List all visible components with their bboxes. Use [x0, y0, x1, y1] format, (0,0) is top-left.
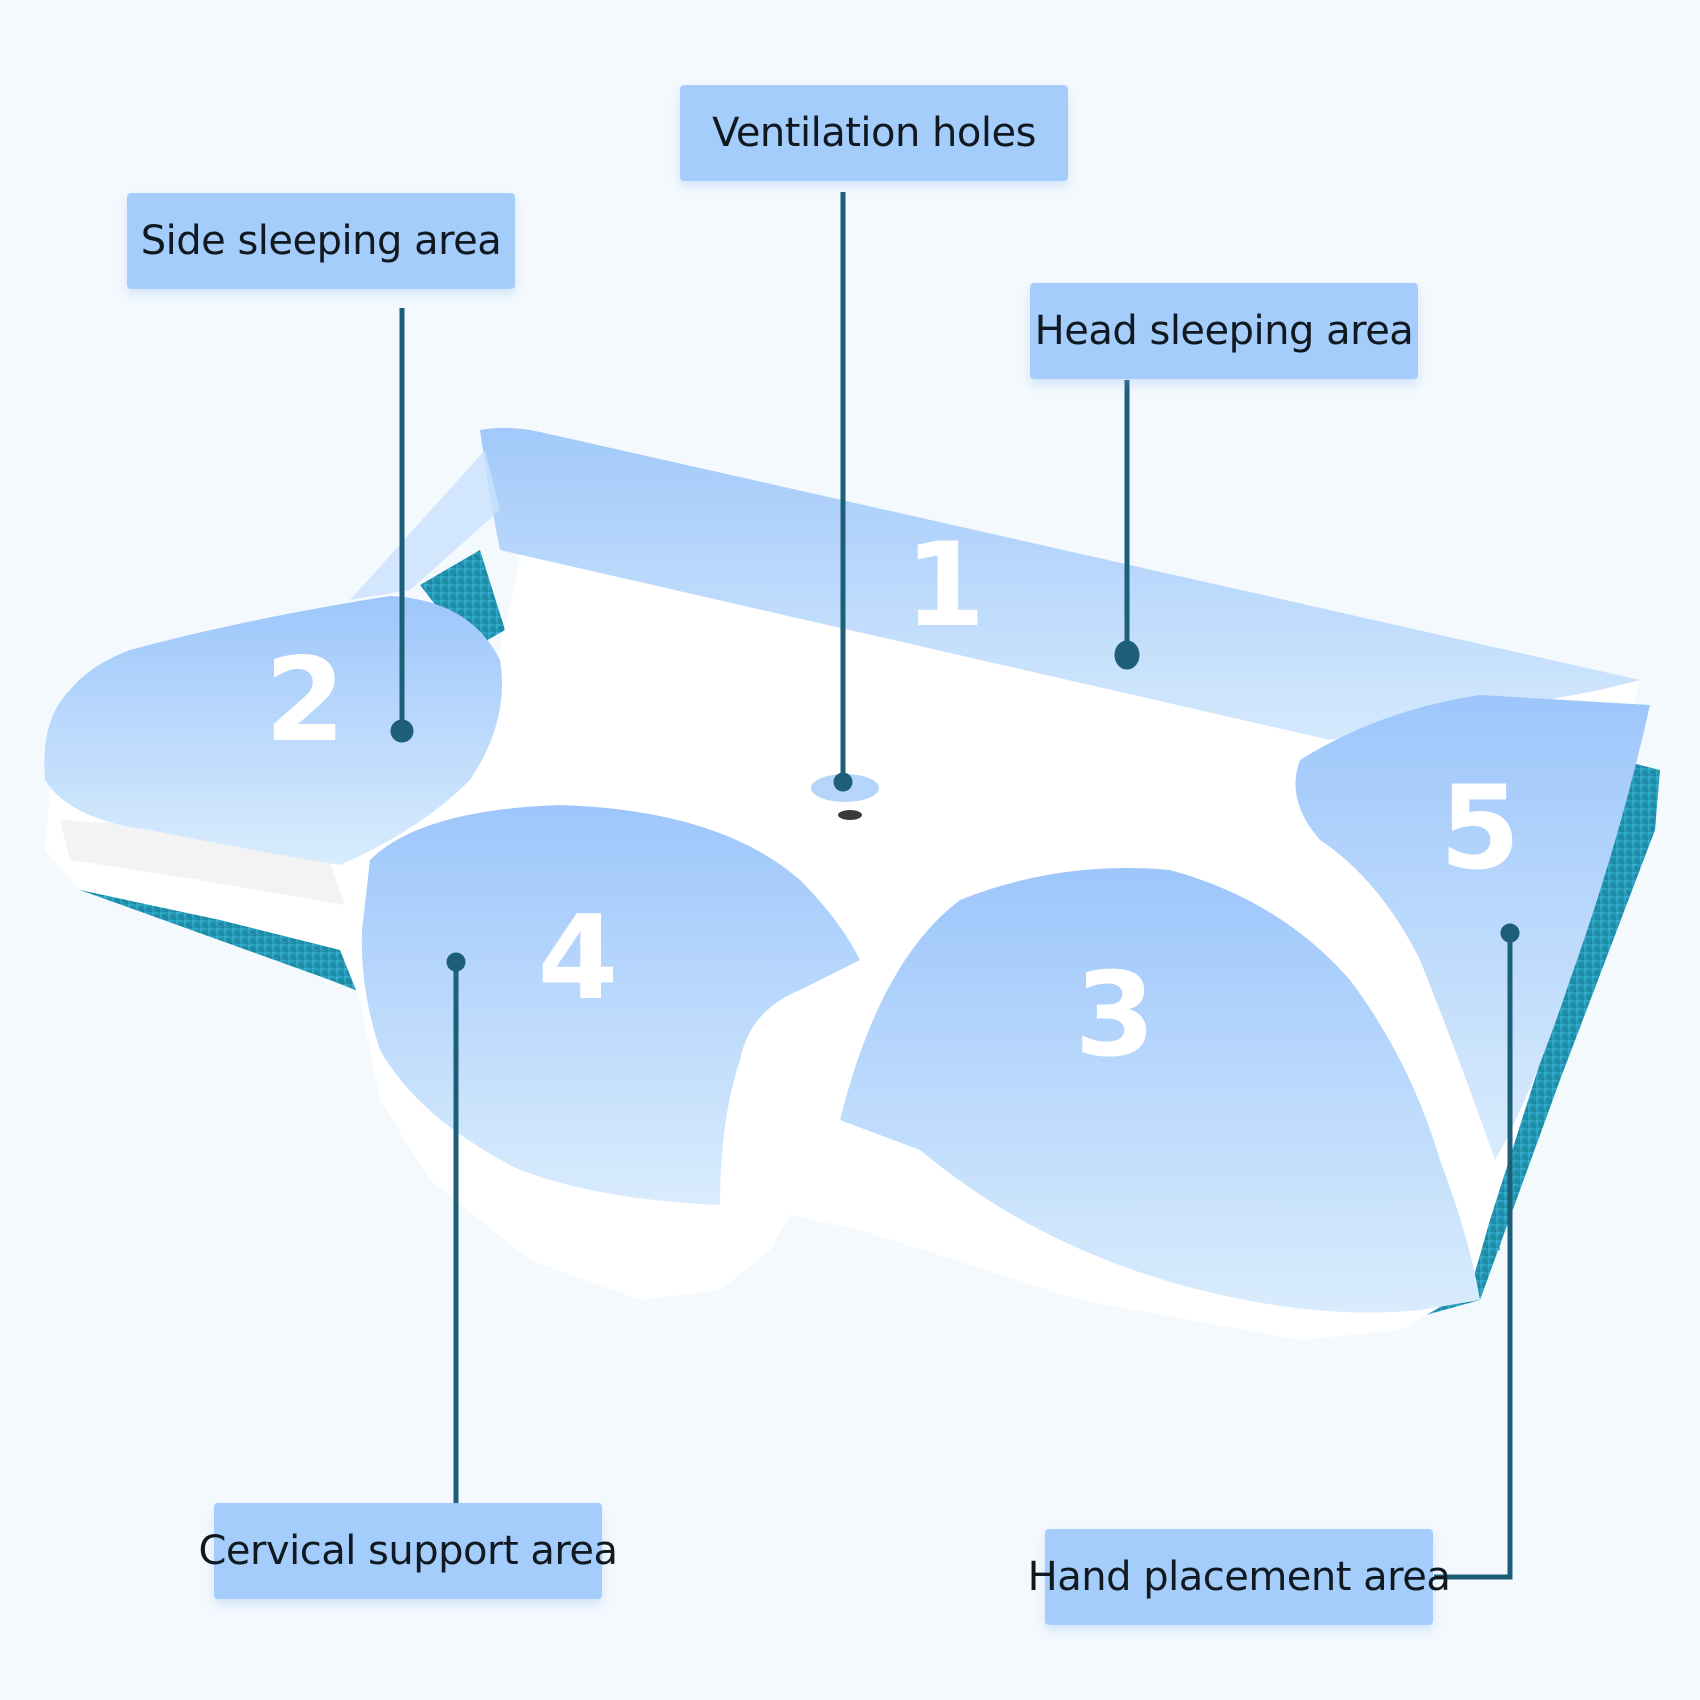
leader-lines: [390, 192, 1520, 1580]
label-hand-placement-area: Hand placement area: [1028, 1529, 1451, 1625]
zone-number-4: 4: [538, 891, 619, 1026]
zone-number-2: 2: [265, 633, 346, 768]
label-ventilation-holes: Ventilation holes: [680, 85, 1068, 181]
zone-3-wing: [840, 868, 1480, 1313]
zone-2-side: [44, 596, 503, 865]
label-cervical-support-area: Cervical support area: [198, 1503, 618, 1599]
zone-5-hand: [1295, 695, 1650, 1160]
zone-1-head: [350, 427, 1640, 740]
zone-number-5: 5: [1440, 761, 1521, 896]
label-side-sleeping-area: Side sleeping area: [127, 193, 515, 289]
zone-4-cervical: [361, 805, 860, 1205]
zone-number-1: 1: [905, 518, 986, 653]
leader-hand: [1434, 933, 1513, 1580]
zone-number-3: 3: [1075, 948, 1156, 1083]
label-head-sleeping-area: Head sleeping area: [1030, 283, 1418, 379]
